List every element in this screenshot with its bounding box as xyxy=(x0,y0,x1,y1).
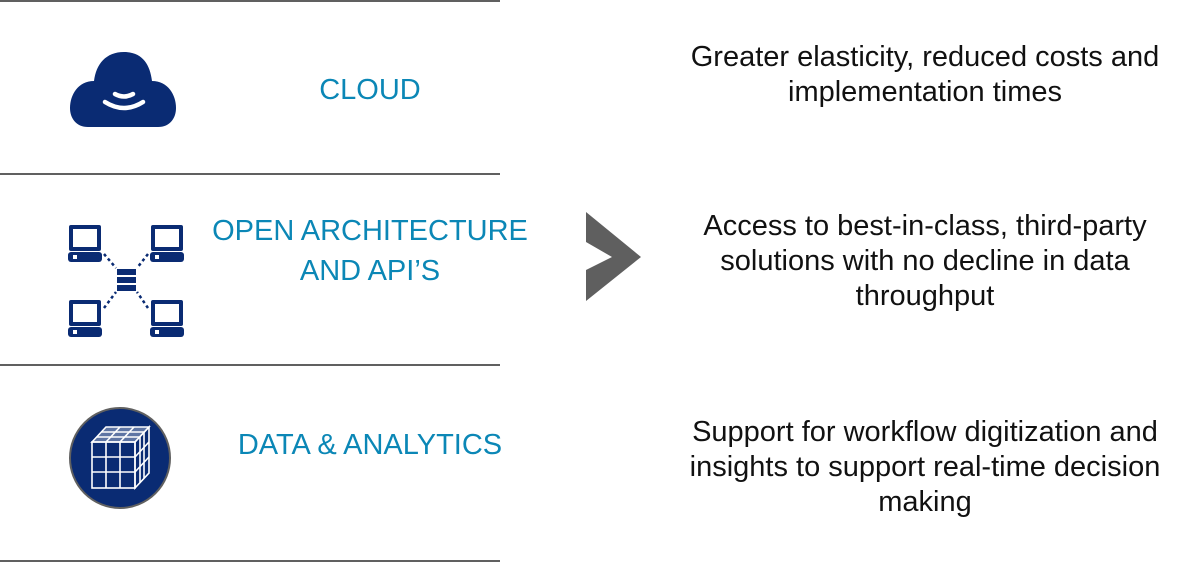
row-description-cloud: Greater elasticity, reduced costs and im… xyxy=(690,41,1160,108)
row-description-data-analytics: Support for workflow digitization and in… xyxy=(689,416,1161,518)
divider-top xyxy=(0,0,500,2)
divider-1 xyxy=(0,173,500,175)
network-icon xyxy=(68,222,186,345)
chevron-right-icon xyxy=(586,212,644,309)
row-label-cloud: CLOUD xyxy=(319,74,421,106)
data-cube-icon xyxy=(68,406,172,515)
row-description-open-architecture: Access to best-in-class, third-party sol… xyxy=(703,210,1147,312)
divider-bottom xyxy=(0,560,500,562)
divider-2 xyxy=(0,364,500,366)
row-label-open-architecture: OPEN ARCHITECTURE AND API’S xyxy=(212,215,528,287)
cloud-icon xyxy=(68,50,180,135)
row-label-data-analytics: DATA & ANALYTICS xyxy=(237,429,503,461)
